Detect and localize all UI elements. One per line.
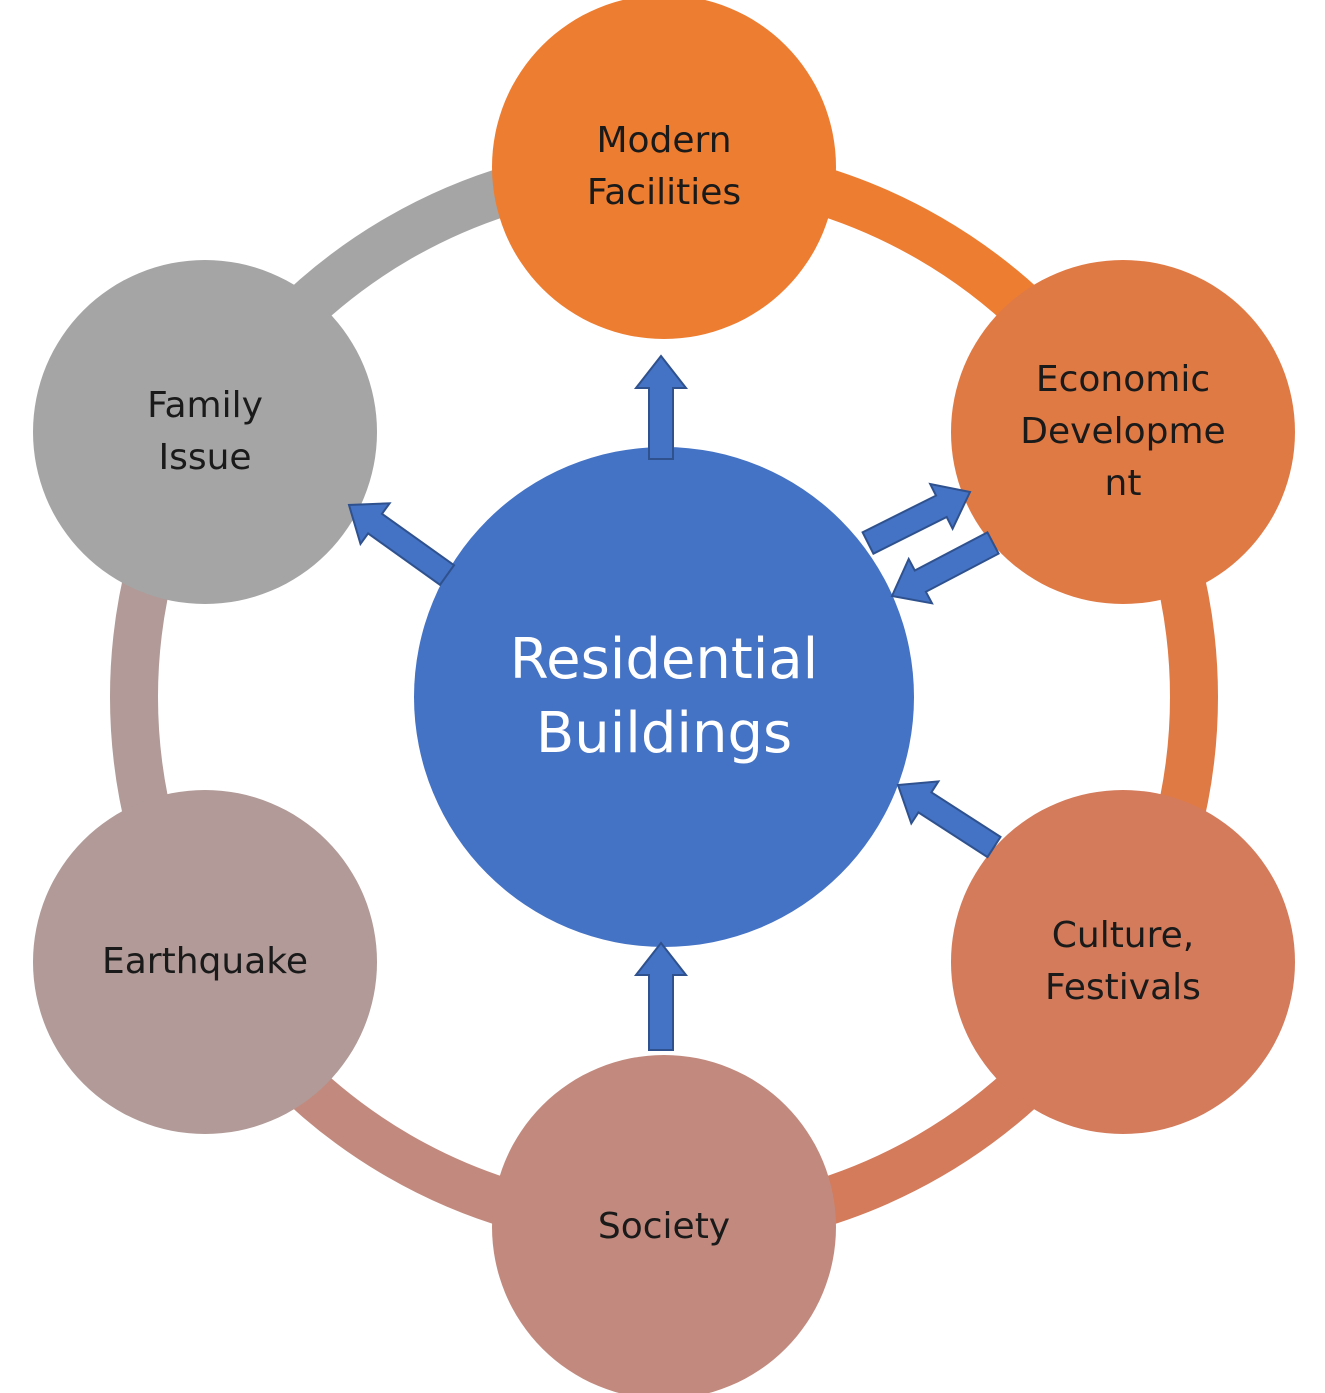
node-label-line: Issue — [158, 437, 252, 478]
node-circle-economic — [950, 260, 1295, 604]
center-label-line-2: Buildings — [535, 701, 793, 766]
arrow-from-economic-development-icon — [890, 531, 1000, 605]
center-label: Residential Buildings — [444, 597, 884, 797]
node-circle-culture — [950, 790, 1295, 1134]
node-label-modern-facilities: Modern Facilities — [514, 67, 814, 267]
arrow-to-family-issue-icon — [347, 502, 456, 587]
arrow-up-from-society-icon — [633, 941, 689, 1051]
arrow-from-culture-festivals-icon — [896, 780, 1002, 859]
node-label-line: Festivals — [1045, 967, 1201, 1008]
node-label-family-issue: Family Issue — [55, 332, 355, 532]
node-label-line: Modern — [596, 120, 732, 161]
center-circle — [414, 447, 914, 947]
node-label-line: Culture, — [1051, 915, 1195, 956]
node-label-line: Earthquake — [102, 941, 308, 982]
node-layer — [33, 0, 1295, 1393]
node-label-society: Society — [514, 1127, 814, 1327]
node-circle-modern — [492, 0, 836, 339]
node-label-line: Economic — [1035, 359, 1211, 400]
node-label-line: Society — [597, 1206, 731, 1247]
node-label-economic-development: Economic Developme nt — [973, 332, 1273, 532]
node-label-earthquake: Earthquake — [55, 862, 355, 1062]
arrow-layer — [347, 354, 1002, 1051]
node-label-line: nt — [1104, 463, 1142, 504]
node-label-line: Developme — [1020, 411, 1226, 452]
node-label-line: Facilities — [586, 172, 742, 213]
center-label-line-1: Residential — [509, 627, 819, 692]
node-circle-family — [33, 260, 378, 604]
node-label-line: Family — [147, 385, 263, 426]
arrow-up-to-modern-facilities-icon — [633, 354, 689, 460]
node-circle-society — [492, 1055, 836, 1393]
node-circle-earthquake — [33, 790, 378, 1134]
arrow-to-economic-development-icon — [861, 482, 972, 556]
node-label-culture-festivals: Culture, Festivals — [973, 862, 1273, 1062]
